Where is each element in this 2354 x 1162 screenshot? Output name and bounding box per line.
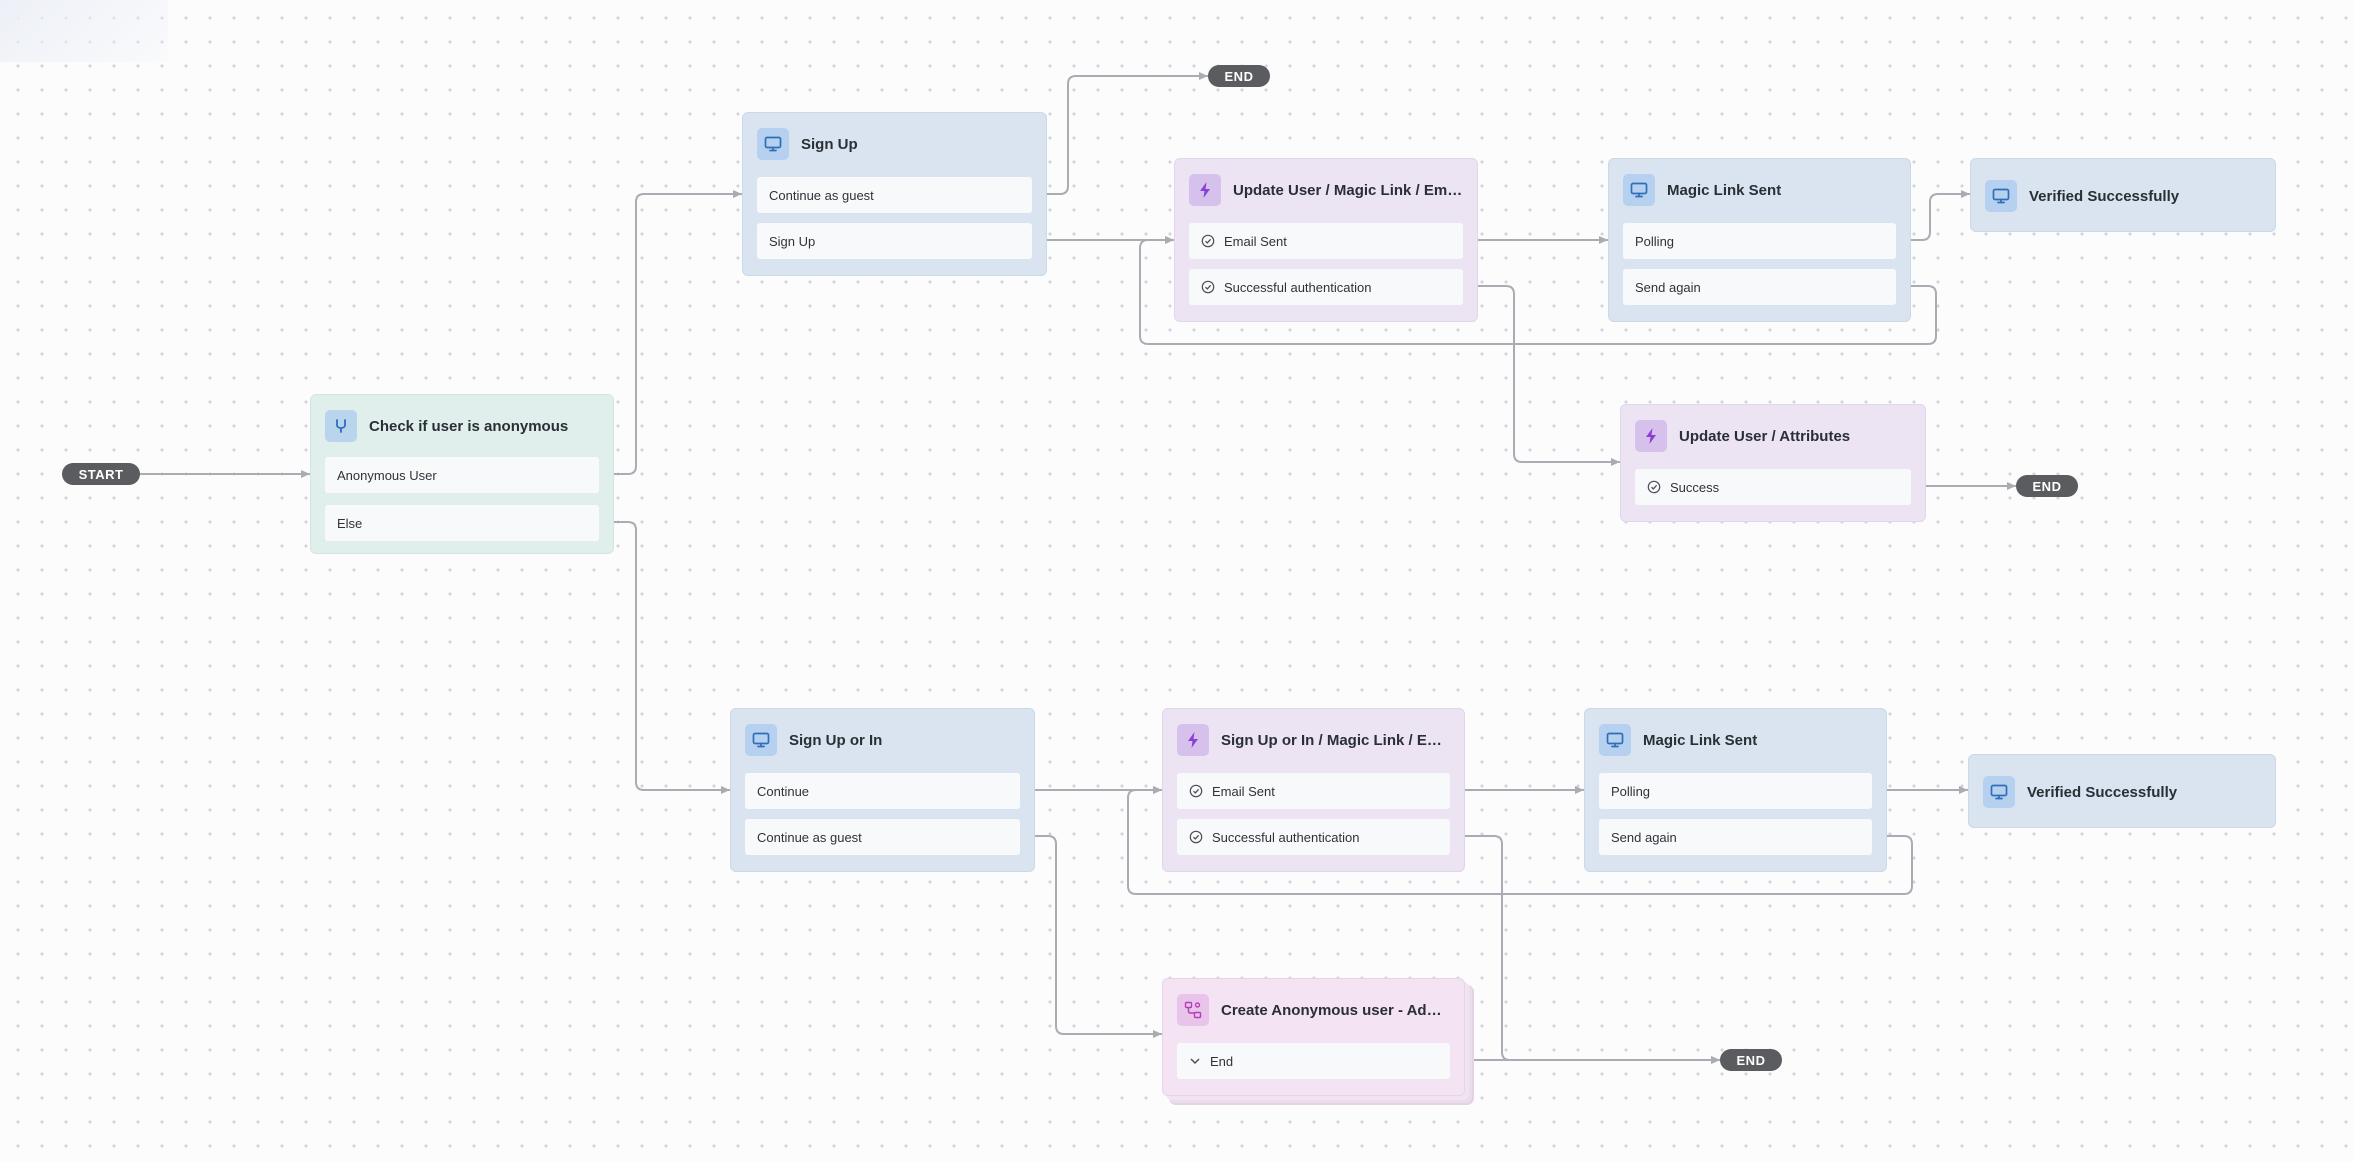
option-continue-as-guest[interactable]: Continue as guest — [745, 819, 1020, 855]
monitor-icon — [1623, 174, 1655, 206]
row-label: Successful authentication — [1212, 829, 1360, 845]
row-label: Successful authentication — [1224, 279, 1372, 295]
outcome-email-sent[interactable]: Email Sent — [1177, 773, 1450, 809]
start-terminal[interactable]: START — [62, 463, 140, 485]
row-label: Sign Up — [769, 233, 816, 249]
edge-anonymous-to-signup — [600, 190, 742, 475]
node-title: Sign Up or In / Magic Link / Email — [1221, 731, 1450, 749]
row-label: Anonymous User — [337, 467, 437, 483]
node-header: Verified Successfully — [1983, 775, 2261, 809]
check-circle-icon — [1201, 280, 1215, 294]
monitor-icon — [1985, 180, 2017, 212]
node-title: Magic Link Sent — [1667, 181, 1782, 199]
node-update-user-attributes[interactable]: Update User / Attributes Success — [1620, 404, 1926, 522]
node-create-anonymous-user[interactable]: Create Anonymous user - Add In... End — [1162, 978, 1465, 1096]
end-terminal-bottom[interactable]: END — [1720, 1049, 1782, 1071]
node-magic-link-sent-bottom[interactable]: Magic Link Sent Polling Send again — [1584, 708, 1887, 872]
node-header: Update User / Magic Link / Email — [1189, 173, 1463, 207]
node-sign-up[interactable]: Sign Up Continue as guest Sign Up — [742, 112, 1047, 276]
outcome-end[interactable]: End — [1177, 1043, 1450, 1079]
node-header: Check if user is anonymous — [325, 409, 599, 443]
row-label: Email Sent — [1212, 783, 1275, 799]
node-title: Check if user is anonymous — [369, 417, 569, 435]
lightning-icon — [1635, 420, 1667, 452]
option-sign-up[interactable]: Sign Up — [757, 223, 1032, 259]
check-circle-icon — [1201, 234, 1215, 248]
node-header: Verified Successfully — [1985, 179, 2261, 213]
row-label: Continue — [757, 783, 810, 799]
node-title: Create Anonymous user - Add In... — [1221, 1001, 1450, 1019]
node-header: Sign Up or In / Magic Link / Email — [1177, 723, 1450, 757]
row-label: Email Sent — [1224, 233, 1287, 249]
row-label: Send again — [1611, 829, 1677, 845]
branch-else[interactable]: Else — [325, 505, 599, 541]
node-title: Verified Successfully — [2029, 187, 2180, 205]
lightning-icon — [1189, 174, 1221, 206]
edge-else-to-signuporin — [600, 521, 730, 794]
option-continue[interactable]: Continue — [745, 773, 1020, 809]
check-circle-icon — [1189, 784, 1203, 798]
node-magic-link-sent-top[interactable]: Magic Link Sent Polling Send again — [1608, 158, 1911, 322]
row-label: Polling — [1635, 233, 1675, 249]
node-check-anonymous[interactable]: Check if user is anonymous Anonymous Use… — [310, 394, 614, 554]
end-terminal-top[interactable]: END — [1208, 65, 1270, 87]
outcome-successful-authentication[interactable]: Successful authentication — [1177, 819, 1450, 855]
node-sign-up-or-in-magic-link[interactable]: Sign Up or In / Magic Link / Email Email… — [1162, 708, 1465, 872]
monitor-icon — [745, 724, 777, 756]
check-circle-icon — [1647, 480, 1661, 494]
option-send-again[interactable]: Send again — [1623, 269, 1896, 305]
node-header: Create Anonymous user - Add In... — [1177, 993, 1450, 1027]
option-send-again[interactable]: Send again — [1599, 819, 1872, 855]
subflow-icon — [1177, 994, 1209, 1026]
canvas-corner-shade — [0, 0, 168, 62]
node-sign-up-or-in[interactable]: Sign Up or In Continue Continue as guest — [730, 708, 1035, 872]
row-label: Continue as guest — [757, 829, 862, 845]
node-verified-successfully-top[interactable]: Verified Successfully — [1970, 158, 2276, 232]
row-label: Continue as guest — [769, 187, 874, 203]
branch-anonymous-user[interactable]: Anonymous User — [325, 457, 599, 493]
node-title: Verified Successfully — [2027, 783, 2178, 801]
row-label: Success — [1670, 479, 1720, 495]
end-terminal-attributes[interactable]: END — [2016, 475, 2078, 497]
edge-auth-to-attributes — [1463, 285, 1620, 466]
row-label: Send again — [1635, 279, 1701, 295]
option-polling[interactable]: Polling — [1623, 223, 1896, 259]
branch-icon — [325, 410, 357, 442]
node-title: Magic Link Sent — [1643, 731, 1758, 749]
monitor-icon — [1983, 776, 2015, 808]
option-continue-as-guest[interactable]: Continue as guest — [757, 177, 1032, 213]
row-label: End — [1210, 1053, 1234, 1069]
node-update-user-magic-link[interactable]: Update User / Magic Link / Email Email S… — [1174, 158, 1478, 322]
node-header: Magic Link Sent — [1599, 723, 1872, 757]
edge-guest-to-create-anon — [1021, 835, 1162, 1038]
monitor-icon — [1599, 724, 1631, 756]
node-title: Sign Up or In — [789, 731, 883, 749]
monitor-icon — [757, 128, 789, 160]
row-label: Polling — [1611, 783, 1651, 799]
option-polling[interactable]: Polling — [1599, 773, 1872, 809]
chevron-down-icon — [1189, 1055, 1201, 1067]
node-title: Sign Up — [801, 135, 858, 153]
node-header: Sign Up or In — [745, 723, 1020, 757]
node-header: Update User / Attributes — [1635, 419, 1911, 453]
check-circle-icon — [1189, 830, 1203, 844]
node-title: Update User / Magic Link / Email — [1233, 181, 1463, 199]
node-title: Update User / Attributes — [1679, 427, 1851, 445]
outcome-success[interactable]: Success — [1635, 469, 1911, 505]
row-label: Else — [337, 515, 363, 531]
lightning-icon — [1177, 724, 1209, 756]
outcome-email-sent[interactable]: Email Sent — [1189, 223, 1463, 259]
node-header: Magic Link Sent — [1623, 173, 1896, 207]
node-header: Sign Up — [757, 127, 1032, 161]
node-verified-successfully-bottom[interactable]: Verified Successfully — [1968, 754, 2276, 828]
outcome-successful-authentication[interactable]: Successful authentication — [1189, 269, 1463, 305]
